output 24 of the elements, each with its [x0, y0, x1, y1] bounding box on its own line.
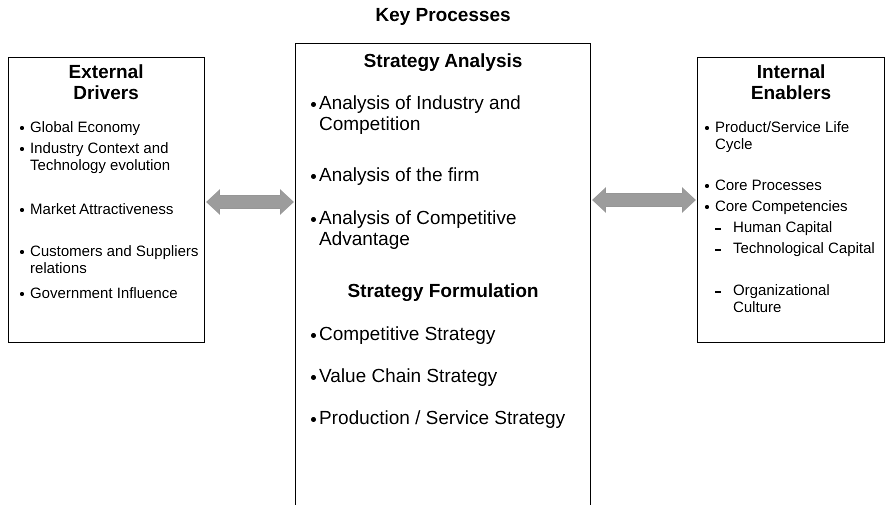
box-heading: Strategy Formulation — [346, 282, 540, 303]
box-heading: Strategy Analysis — [362, 52, 524, 73]
list-item: Global Economy — [30, 120, 142, 136]
list-item: Analysis of the firm — [319, 166, 480, 187]
list-item: Analysis of Industry and Competition — [319, 94, 522, 136]
list-item: Customers and Suppliers relations — [30, 244, 200, 277]
list-item: Organizational Culture — [733, 283, 831, 316]
list-item: Analysis of Competitive Advantage — [319, 209, 518, 251]
double-arrow — [592, 187, 696, 213]
list-item: Core Processes — [715, 178, 823, 194]
group-title: Key Processes — [374, 6, 512, 27]
list-item: Technological Capital — [733, 241, 876, 258]
box-heading: Internal Enablers — [750, 63, 832, 105]
list-item: Government Influence — [30, 286, 179, 302]
double-arrow — [206, 189, 294, 215]
list-item: Product/Service Life Cycle — [715, 120, 850, 153]
list-item: Value Chain Strategy — [319, 367, 498, 388]
box-heading: External Drivers — [68, 63, 144, 105]
list-item: Core Competencies — [715, 199, 849, 216]
list-item: Industry Context and Technology evolution — [30, 141, 172, 174]
list-item: Human Capital — [733, 220, 834, 236]
list-item: Production / Service Strategy — [319, 409, 566, 430]
list-item: Competitive Strategy — [319, 325, 496, 346]
list-item: Market Attractiveness — [30, 202, 174, 218]
